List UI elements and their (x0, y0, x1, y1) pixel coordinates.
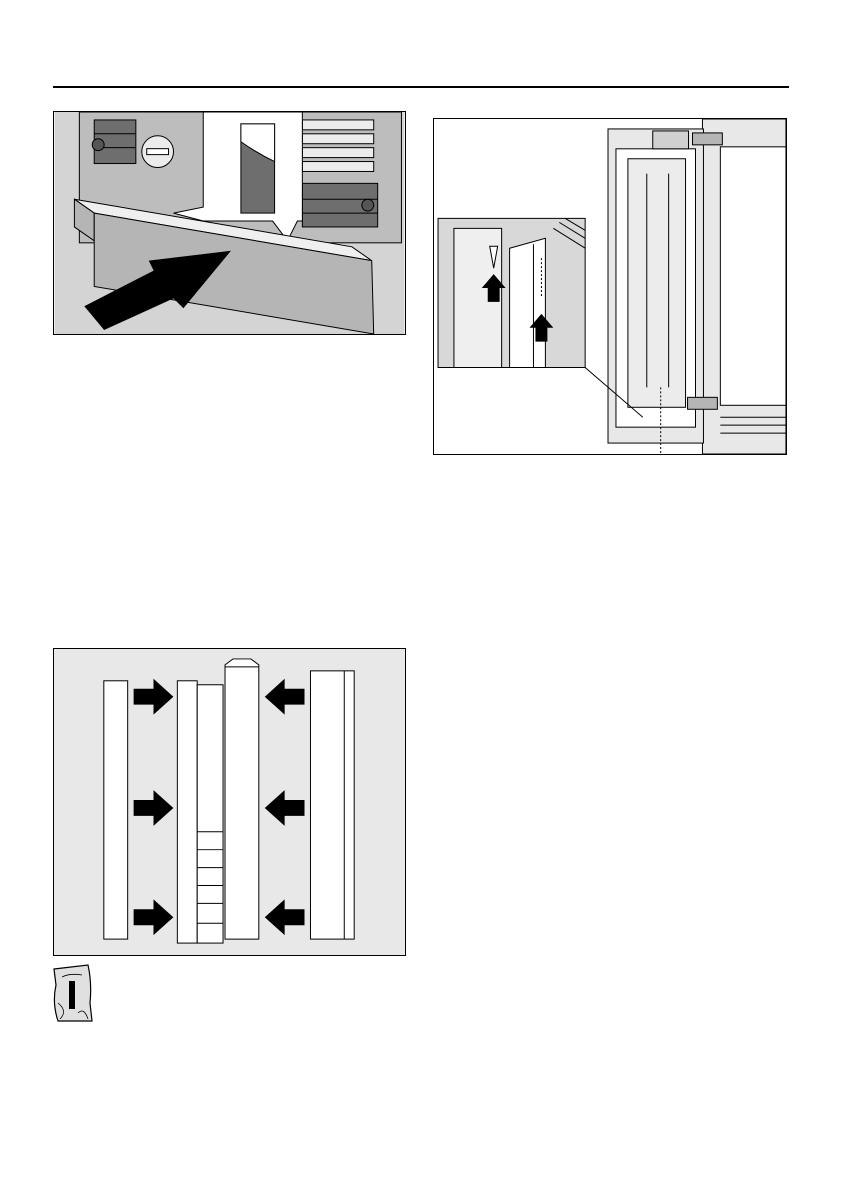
door-trim-strips-figure (53, 648, 406, 956)
door-hinge-figure (433, 118, 787, 455)
door-trim-strips-illustration (54, 649, 405, 955)
header-rule (53, 86, 789, 88)
accessory-bag-icon (48, 963, 96, 1023)
plinth-fitting-illustration (54, 112, 405, 334)
door-hinge-screw-illustration (434, 119, 786, 454)
plinth-fitting-figure (53, 111, 406, 335)
accessory-bag (48, 963, 96, 1023)
